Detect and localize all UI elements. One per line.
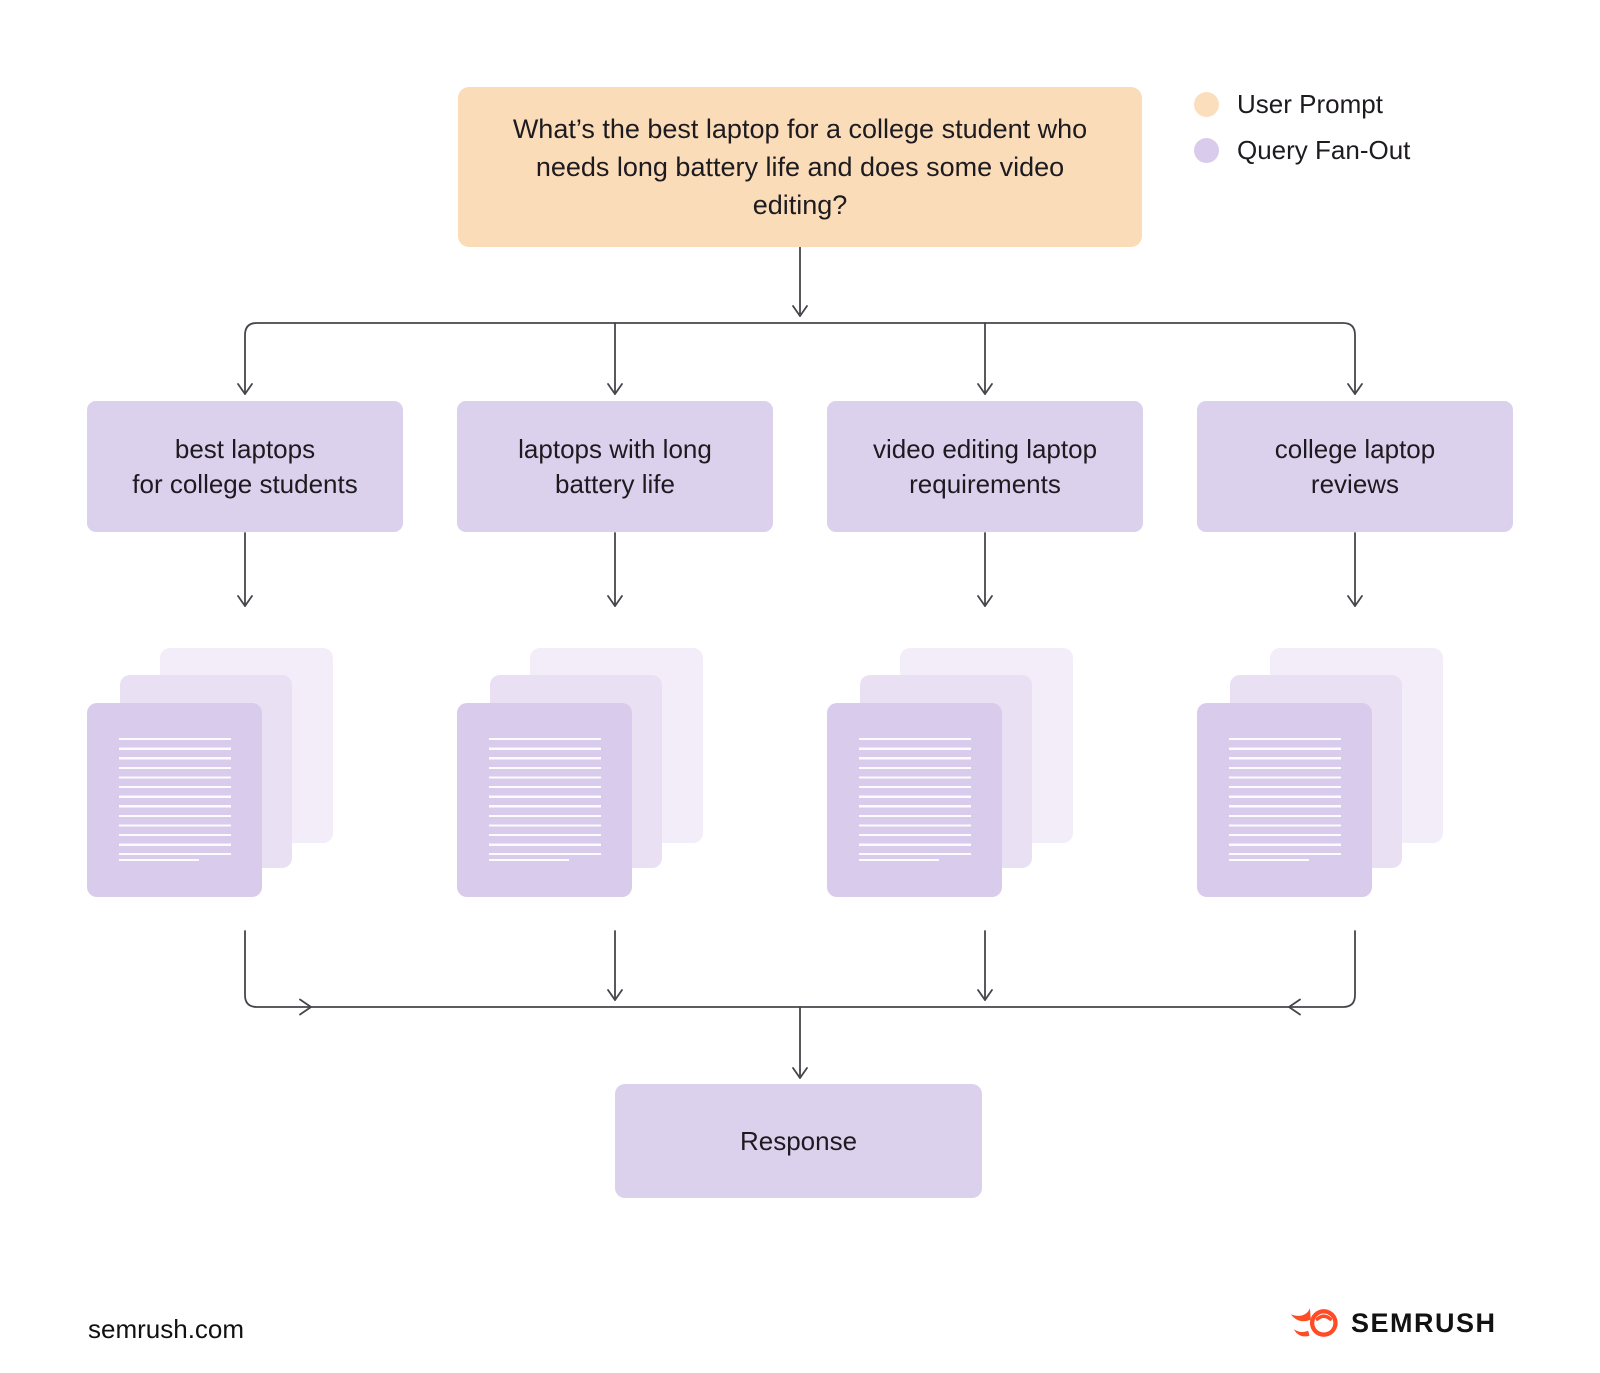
legend-item-user-prompt: User Prompt xyxy=(1194,89,1410,120)
semrush-fireball-icon xyxy=(1290,1308,1338,1337)
legend: User Prompt Query Fan-Out xyxy=(1194,89,1410,166)
query-text-line: college laptop xyxy=(1274,433,1436,464)
query-text-line: laptops with long xyxy=(518,433,712,464)
user-prompt-text: What’s the best laptop for a college stu… xyxy=(512,114,1088,220)
query-text-line: battery life xyxy=(555,468,675,499)
response-label: Response xyxy=(739,1125,858,1156)
query-node-video-editing: video editing laptop requirements xyxy=(827,401,1143,532)
document-sheet-front-icon xyxy=(1197,703,1372,897)
document-stack xyxy=(1197,648,1443,898)
query-node-battery-life: laptops with long battery life xyxy=(457,401,773,532)
legend-item-query-fanout: Query Fan-Out xyxy=(1194,135,1410,166)
user-prompt-swatch-icon xyxy=(1194,92,1219,117)
query-text-line: video editing laptop xyxy=(872,433,1098,464)
semrush-logo-text: SEMRUSH xyxy=(1351,1307,1497,1338)
document-sheet-front-icon xyxy=(457,703,632,897)
user-prompt-node: What’s the best laptop for a college stu… xyxy=(458,87,1142,247)
legend-label-query-fanout: Query Fan-Out xyxy=(1237,135,1411,165)
document-stack xyxy=(457,648,703,898)
query-text-line: best laptops xyxy=(174,433,316,464)
document-stack xyxy=(87,648,333,898)
document-stack xyxy=(827,648,1073,898)
query-text-line: for college students xyxy=(132,468,358,499)
query-node-reviews: college laptop reviews xyxy=(1197,401,1513,532)
document-sheet-front-icon xyxy=(87,703,262,897)
response-node: Response xyxy=(615,1084,982,1198)
document-sheet-front-icon xyxy=(827,703,1002,897)
footer-site-url: semrush.com xyxy=(88,1314,245,1344)
semrush-logo: SEMRUSH xyxy=(1290,1303,1497,1343)
legend-label-user-prompt: User Prompt xyxy=(1237,89,1383,119)
query-fanout-swatch-icon xyxy=(1194,138,1219,163)
query-text-line: requirements xyxy=(909,468,1061,499)
query-text-line: reviews xyxy=(1310,468,1400,499)
query-node-best-laptops: best laptops for college students xyxy=(87,401,403,532)
